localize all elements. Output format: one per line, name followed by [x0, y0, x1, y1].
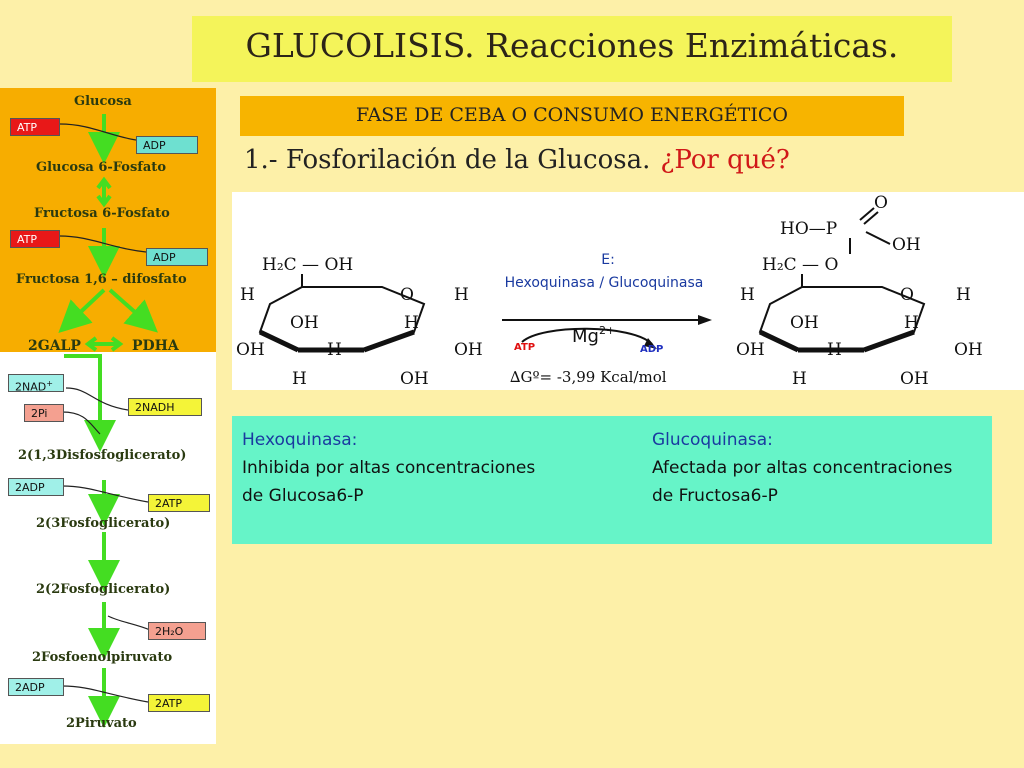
- step-question: ¿Por qué?: [660, 145, 790, 175]
- mg-charge: 2+: [599, 324, 615, 337]
- glucose-oh4: OH: [400, 369, 429, 389]
- adp-tag-1: ADP: [136, 136, 198, 154]
- hexoquinasa-line2: de Glucosa6-P: [242, 486, 364, 506]
- nad-tag: 2NAD+: [8, 374, 64, 394]
- glucose-h1: H: [240, 285, 255, 305]
- met-glucosa-6-fosfato: Glucosa 6-Fosfato: [36, 160, 166, 175]
- reaction-diagram: H₂C — OH H O H OH H OH H OH H OH E:: [236, 193, 983, 389]
- met-3pg: 2(3Fosfoglicerato): [36, 516, 171, 531]
- met-glucosa: Glucosa: [74, 94, 132, 109]
- glucose-molecule: H₂C — OH H O H OH H OH H OH H OH: [236, 255, 483, 389]
- atp-tag-3: 2ATP: [148, 494, 210, 512]
- glucoquinasa-line2: de Fructosa6-P: [652, 486, 778, 506]
- glycolysis-pathway: Glucosa ATP ADP Glucosa 6-Fosfato Fructo…: [0, 88, 216, 744]
- met-piruvato: 2Piruvato: [66, 716, 137, 731]
- glucose-oh2: OH: [236, 340, 265, 360]
- met-pep: 2Fosfoenolpiruvato: [32, 650, 173, 665]
- met-pdha: PDHA: [132, 338, 179, 354]
- glucoquinasa-line1: Afectada por altas concentraciones: [652, 458, 953, 478]
- glucose-h2: H: [454, 285, 469, 305]
- enzyme-info-box: Hexoquinasa: Inhibida por altas concentr…: [232, 416, 992, 544]
- reaction-arrowhead: [698, 315, 712, 325]
- delta-g-label: ∆Gº= -3,99 Kcal/mol: [510, 368, 667, 386]
- mg-symbol: Mg: [572, 326, 599, 347]
- g6p-oh2: OH: [736, 340, 765, 360]
- glucose-oh3: OH: [454, 340, 483, 360]
- title-bar: GLUCOLISIS. Reacciones Enzimáticas.: [192, 16, 952, 82]
- glucose-h3: H: [404, 313, 419, 333]
- title-rest: . Reacciones Enzimáticas.: [464, 26, 899, 65]
- pi-tag: 2Pi: [24, 404, 64, 422]
- hexoquinasa-title: Hexoquinasa:: [242, 430, 358, 450]
- glucoquinasa-info: Glucoquinasa: Afectada por altas concent…: [652, 426, 952, 510]
- glucose-oh1: OH: [290, 313, 319, 333]
- met-fructosa-16-difosfato: Fructosa 1,6 – difosfato: [16, 272, 187, 287]
- adp-label: ADP: [640, 344, 663, 355]
- atp-tag-1: ATP: [10, 118, 60, 136]
- glucose-h5: H: [292, 369, 307, 389]
- g6p-h5: H: [792, 369, 807, 389]
- step-heading-text: 1.- Fosforilación de la Glucosa.: [244, 145, 651, 175]
- glucoquinasa-title: Glucoquinasa:: [652, 430, 773, 450]
- adp-tag-3: 2ADP: [8, 478, 64, 496]
- mg-label: Mg2+: [572, 324, 615, 347]
- met-2pg: 2(2Fosfoglicerato): [36, 582, 171, 597]
- glucose-ch2oh: H₂C — OH: [262, 255, 353, 275]
- enzyme-names: Hexoquinasa / Glucoquinasa: [505, 275, 704, 291]
- phase-banner: FASE DE CEBA O CONSUMO ENERGÉTICO: [240, 96, 904, 136]
- nad-text: 2NAD: [15, 380, 47, 394]
- enzyme-label: E:: [601, 252, 615, 268]
- nadh-tag: 2NADH: [128, 398, 202, 416]
- nad-charge: +: [46, 379, 53, 388]
- phosphate-o-top: O: [874, 193, 888, 213]
- adp-tag-4: 2ADP: [8, 678, 64, 696]
- g6p-ring-o: O: [900, 285, 914, 305]
- glucose-h4: H: [327, 340, 342, 360]
- atp-tag-2: ATP: [10, 230, 60, 248]
- g6p-ch2o: H₂C — O: [762, 255, 838, 275]
- g6p-oh3: OH: [954, 340, 983, 360]
- phosphate-ho-p: HO—P: [780, 219, 837, 239]
- glucose-ring-o: O: [400, 285, 414, 305]
- met-13-bpg: 2(1,3Disfosfoglicerato): [18, 448, 187, 463]
- met-fructosa-6-fosfato: Fructosa 6-Fosfato: [34, 206, 170, 221]
- step-heading: 1.- Fosforilación de la Glucosa. ¿Por qué…: [244, 145, 790, 175]
- g6p-oh4: OH: [900, 369, 929, 389]
- h2o-tag: 2H₂O: [148, 622, 206, 640]
- hexoquinasa-line1: Inhibida por altas concentraciones: [242, 458, 536, 478]
- atp-label: ATP: [514, 342, 535, 353]
- pathway-arrows: [58, 114, 158, 728]
- g6p-molecule: HO—P O OH H₂C — O H O H OH H OH H: [736, 193, 983, 389]
- slide-title: GLUCOLISIS. Reacciones Enzimáticas.: [192, 16, 952, 82]
- atp-tag-4: 2ATP: [148, 694, 210, 712]
- g6p-h2: H: [956, 285, 971, 305]
- g6p-h4: H: [827, 340, 842, 360]
- g6p-h3: H: [904, 313, 919, 333]
- hexoquinasa-info: Hexoquinasa: Inhibida por altas concentr…: [242, 426, 535, 510]
- met-2galp: 2GALP: [28, 338, 81, 354]
- phosphate-oh: OH: [892, 235, 921, 255]
- adp-tag-2: ADP: [146, 248, 208, 266]
- g6p-oh1: OH: [790, 313, 819, 333]
- phase-label: FASE DE CEBA O CONSUMO ENERGÉTICO: [356, 104, 788, 126]
- g6p-h1: H: [740, 285, 755, 305]
- title-main: GLUCOLISIS: [245, 26, 465, 65]
- reaction-panel: H₂C — OH H O H OH H OH H OH H OH E:: [232, 192, 1024, 390]
- reaction-arrow-group: E: Hexoquinasa / Glucoquinasa ATP ADP Mg…: [502, 252, 712, 386]
